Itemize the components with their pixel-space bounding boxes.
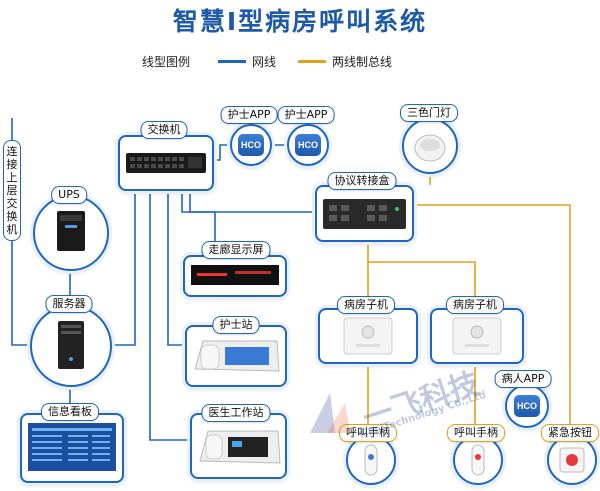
patient-app-node[interactable]: HCO bbox=[505, 384, 549, 428]
info-board-label: 信息看板 bbox=[41, 403, 99, 421]
app-icon: HCO bbox=[514, 395, 540, 417]
protocol-bed-line bbox=[367, 240, 476, 300]
door-light-node[interactable] bbox=[402, 118, 458, 174]
switch-doctor-line bbox=[149, 190, 190, 441]
ups-label: UPS bbox=[51, 186, 87, 204]
desk-phone-icon bbox=[199, 430, 281, 464]
emergency-button-label: 紧急按钮 bbox=[541, 424, 599, 442]
emergency-button-icon bbox=[559, 447, 585, 473]
bed-unit-1-node[interactable] bbox=[318, 308, 418, 364]
door-light-label: 三色门灯 bbox=[400, 104, 458, 122]
upper-switch-label: 连接上层交换机 bbox=[3, 140, 21, 241]
switch-nurse-line bbox=[167, 190, 188, 346]
nurse-app-2-node[interactable]: HCO bbox=[287, 124, 329, 166]
switch-app1-line bbox=[210, 144, 230, 161]
protocol-box-label: 协议转接盒 bbox=[327, 172, 397, 190]
switch-icon bbox=[126, 153, 206, 173]
corridor-display-node[interactable] bbox=[183, 255, 287, 297]
server-label: 服务器 bbox=[45, 295, 93, 313]
emergency-button-node[interactable] bbox=[547, 435, 597, 485]
legend: 线型图例 网线 两线制总线 bbox=[142, 52, 414, 70]
monitor-icon bbox=[28, 423, 116, 471]
call-handle-icon bbox=[471, 444, 485, 476]
page-title: 智慧I型病房呼叫系统 bbox=[172, 7, 428, 36]
ups-node[interactable] bbox=[33, 195, 109, 271]
bed-unit-1-label: 病房子机 bbox=[337, 296, 395, 314]
nurse-station-label: 护士站 bbox=[212, 316, 260, 334]
call-handle-icon bbox=[364, 444, 378, 476]
corridor-display-label: 走廊显示屏 bbox=[201, 241, 271, 259]
legend-network-swatch bbox=[218, 59, 247, 63]
watermark-logo-icon bbox=[310, 393, 350, 433]
legend-bus-text: 两线制总线 bbox=[332, 54, 393, 69]
server-icon bbox=[58, 321, 84, 369]
bed-unit-icon bbox=[343, 317, 393, 355]
call-handle-1-label: 呼叫手柄 bbox=[339, 424, 397, 442]
doctor-station-node[interactable] bbox=[190, 413, 287, 479]
call-handle-2-node[interactable] bbox=[453, 435, 503, 485]
server-switch-line bbox=[108, 190, 136, 346]
protocol-box-node[interactable] bbox=[315, 185, 414, 242]
bed-unit-2-node[interactable] bbox=[430, 308, 524, 364]
ups-icon bbox=[57, 211, 85, 251]
legend-bus: 两线制总线 bbox=[298, 53, 392, 70]
nurse-station-node[interactable] bbox=[185, 325, 287, 387]
nurse-app-1-node[interactable]: HCO bbox=[230, 124, 272, 166]
protocol-box-icon bbox=[323, 199, 406, 229]
bed-unit-2-label: 病房子机 bbox=[446, 296, 504, 314]
patient-app-label: 病人APP bbox=[494, 370, 552, 388]
legend-network: 网线 bbox=[218, 53, 276, 70]
switch-label: 交换机 bbox=[140, 121, 188, 139]
switch-protocol-line bbox=[189, 190, 325, 213]
info-board-node[interactable] bbox=[20, 413, 124, 483]
app-icon: HCO bbox=[295, 134, 321, 156]
legend-bus-swatch bbox=[298, 59, 327, 63]
door-light-icon bbox=[414, 134, 446, 162]
bed-unit-icon bbox=[452, 317, 502, 355]
nurse-app-1-label: 护士APP bbox=[220, 106, 278, 124]
protocol-emergency-line bbox=[410, 204, 571, 425]
led-display-icon bbox=[191, 265, 279, 285]
call-handle-1-node[interactable] bbox=[346, 435, 396, 485]
doctor-station-label: 医生工作站 bbox=[201, 404, 271, 422]
nurse-app-2-label: 护士APP bbox=[277, 106, 335, 124]
server-node[interactable] bbox=[30, 305, 112, 387]
legend-network-text: 网线 bbox=[252, 54, 277, 69]
switch-node[interactable] bbox=[118, 135, 214, 191]
app-icon: HCO bbox=[238, 134, 264, 156]
call-handle-2-label: 呼叫手柄 bbox=[447, 424, 505, 442]
desk-phone-icon bbox=[194, 340, 280, 372]
legend-label: 线型图例 bbox=[142, 54, 191, 69]
